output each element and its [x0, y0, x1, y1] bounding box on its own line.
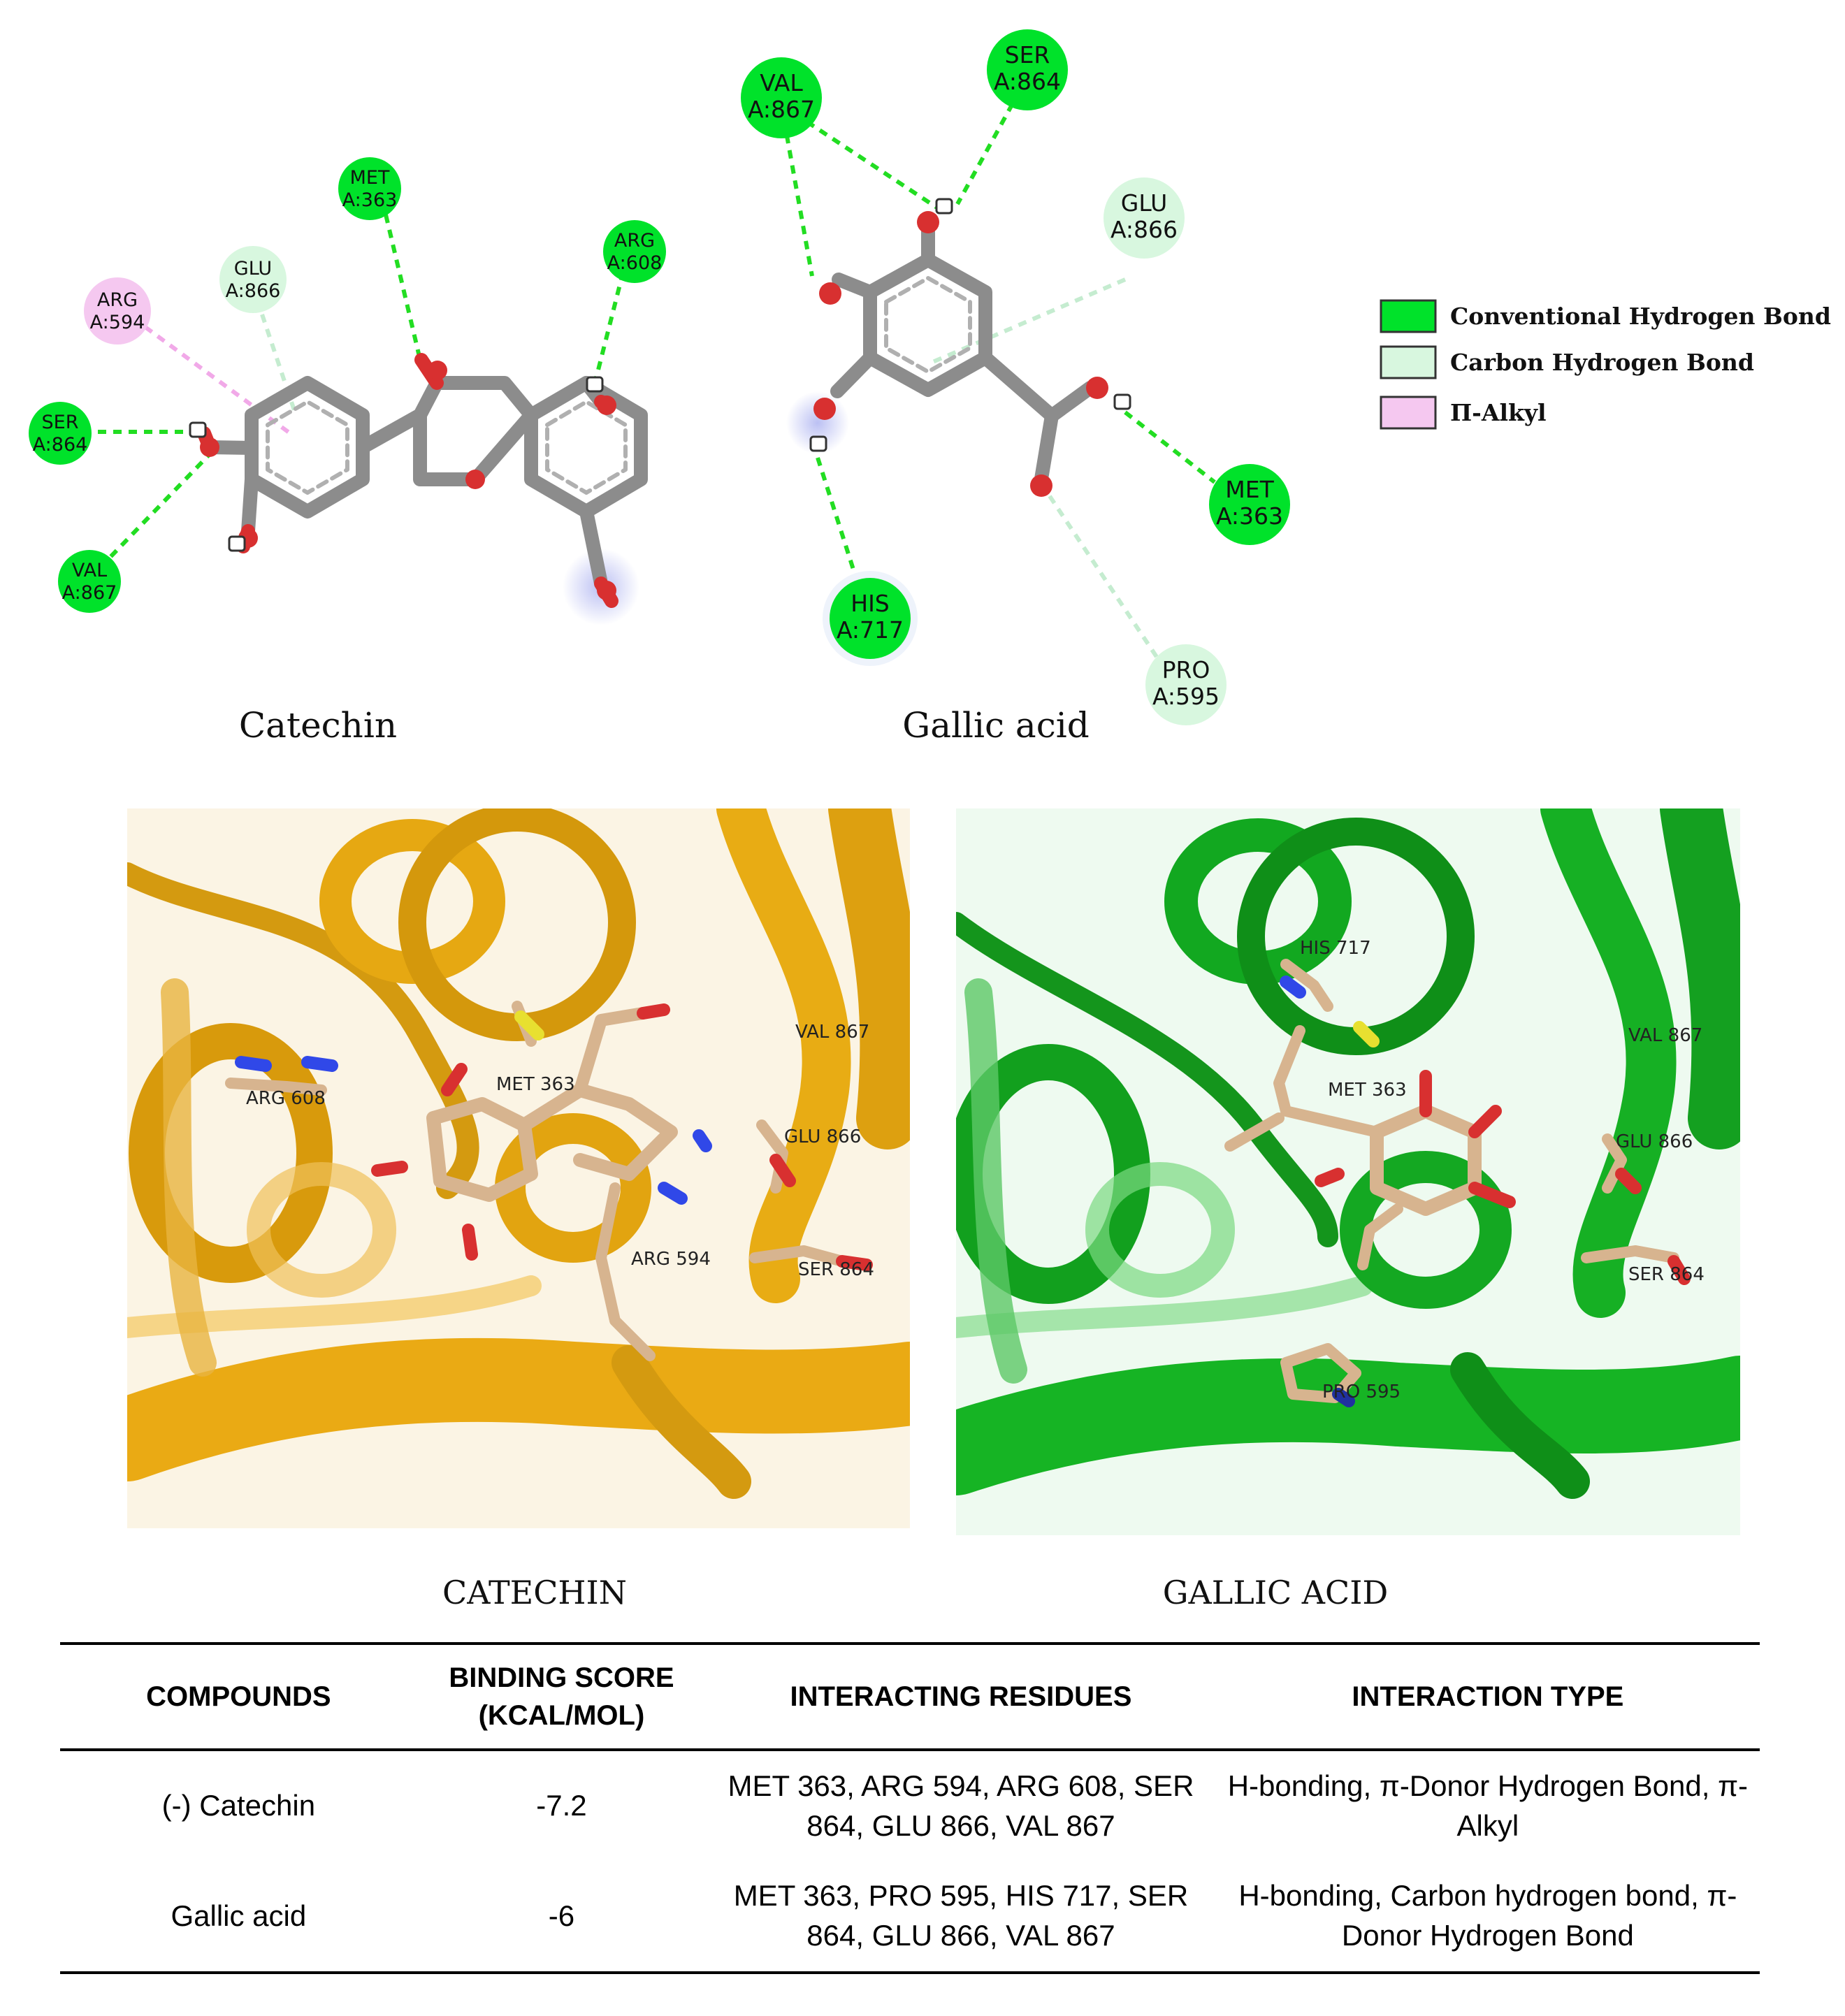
svg-text:PRO 595: PRO 595	[1322, 1382, 1401, 1402]
header-compounds: COMPOUNDS	[60, 1642, 417, 1751]
gallic-acid-docking-render: HIS 717 MET 363 VAL 867 GLU 866 SER 864 …	[956, 808, 1740, 1535]
svg-text:A:717: A:717	[837, 616, 904, 644]
svg-text:A:594: A:594	[90, 312, 145, 333]
svg-text:GLU: GLU	[234, 258, 272, 280]
svg-text:VAL: VAL	[72, 560, 107, 581]
svg-text:A:866: A:866	[226, 280, 281, 302]
svg-text:ARG: ARG	[614, 230, 655, 252]
gallic-residue-met363: MET A:363	[1209, 464, 1290, 545]
svg-text:A:608: A:608	[607, 252, 663, 274]
svg-text:Π-Alkyl: Π-Alkyl	[1450, 399, 1547, 426]
legend-item-carbon-hydrogen-bond: Carbon Hydrogen Bond	[1380, 345, 1754, 379]
svg-text:SER 864: SER 864	[798, 1259, 874, 1280]
svg-text:MET 363: MET 363	[496, 1074, 575, 1095]
binding-results-table: COMPOUNDS BINDING SCORE (KCAL/MOL) INTER…	[60, 1642, 1760, 1974]
svg-text:Carbon Hydrogen Bond: Carbon Hydrogen Bond	[1450, 349, 1754, 376]
svg-text:VAL 867: VAL 867	[795, 1022, 869, 1043]
svg-text:A:864: A:864	[33, 434, 88, 456]
svg-text:MET: MET	[350, 167, 390, 189]
legend-item-pi-alkyl: Π-Alkyl	[1380, 396, 1547, 430]
header-binding-score: BINDING SCORE (KCAL/MOL)	[417, 1642, 707, 1751]
cell-score: -6	[417, 1861, 707, 1974]
gallic-residue-ser864: SER A:864	[987, 29, 1068, 110]
svg-text:ARG 594: ARG 594	[631, 1249, 711, 1270]
gallic-render-labels: HIS 717 MET 363 VAL 867 GLU 866 SER 864 …	[1300, 938, 1705, 1402]
catechin-interaction-lines	[87, 199, 629, 581]
cell-interaction-type: H-bonding, Carbon hydrogen bond, π-Donor…	[1215, 1861, 1760, 1974]
catechin-residue-glu866: GLU A:866	[219, 246, 287, 313]
gallic-acid-interaction-diagram: VAL A:867 SER A:864 GLU A:866 MET A:363 …	[741, 29, 1290, 746]
catechin-panel-title: CATECHIN	[442, 1574, 627, 1611]
svg-text:GLU: GLU	[1121, 189, 1167, 217]
svg-text:MET 363: MET 363	[1328, 1080, 1407, 1101]
gallic-acid-molecule	[809, 198, 1131, 497]
table-row: (-) Catechin -7.2 MET 363, ARG 594, ARG …	[60, 1750, 1760, 1861]
catechin-residue-val867: VAL A:867	[58, 550, 121, 613]
gallic-residue-glu866: GLU A:866	[1104, 177, 1185, 259]
svg-text:A:363: A:363	[342, 189, 398, 211]
gallic-residue-val867: VAL A:867	[741, 57, 822, 138]
svg-text:A:363: A:363	[1216, 502, 1283, 530]
gallic-residue-pro595: PRO A:595	[1145, 644, 1227, 725]
svg-text:SER: SER	[1005, 41, 1050, 68]
gallic-residue-his717: HIS A:717	[823, 571, 918, 666]
svg-text:HIS: HIS	[851, 590, 890, 617]
gallic-acid-panel-title: GALLIC ACID	[1163, 1574, 1389, 1611]
cell-residues: MET 363, ARG 594, ARG 608, SER 864, GLU …	[728, 1769, 1194, 1842]
interaction-legend: Conventional Hydrogen Bond Carbon Hydrog…	[1380, 299, 1831, 430]
svg-text:SER 864: SER 864	[1628, 1264, 1705, 1285]
catechin-docking-render: ARG 608 MET 363 VAL 867 GLU 866 ARG 594 …	[127, 808, 910, 1528]
legend-item-conventional-hydrogen-bond: Conventional Hydrogen Bond	[1380, 299, 1831, 333]
svg-text:A:867: A:867	[748, 96, 815, 123]
catechin-residue-arg608: ARG A:608	[603, 220, 666, 283]
cell-residues: MET 363, PRO 595, HIS 717, SER 864, GLU …	[706, 1861, 1216, 1974]
header-interacting-residues: INTERACTING RESIDUES	[706, 1642, 1216, 1751]
svg-text:GLU 866: GLU 866	[1616, 1131, 1693, 1152]
catechin-molecule	[189, 353, 648, 608]
svg-text:A:595: A:595	[1152, 683, 1220, 710]
catechin-caption: Catechin	[239, 705, 397, 746]
svg-text:SER: SER	[42, 412, 79, 433]
svg-text:A:867: A:867	[62, 582, 117, 604]
svg-text:PRO: PRO	[1162, 656, 1210, 683]
svg-text:VAL: VAL	[760, 69, 803, 96]
cell-score: -7.2	[536, 1789, 587, 1822]
gallic-acid-caption: Gallic acid	[902, 705, 1089, 746]
catechin-residue-arg594: ARG A:594	[84, 277, 151, 345]
svg-text:Conventional Hydrogen Bond: Conventional Hydrogen Bond	[1450, 303, 1831, 330]
svg-text:HIS 717: HIS 717	[1300, 938, 1371, 959]
catechin-residue-ser864: SER A:864	[29, 402, 92, 465]
table-row: Gallic acid -6 MET 363, PRO 595, HIS 717…	[60, 1861, 1760, 1974]
svg-text:ARG: ARG	[97, 289, 138, 311]
table-header-row: COMPOUNDS BINDING SCORE (KCAL/MOL) INTER…	[60, 1642, 1760, 1751]
figure-canvas: MET A:363 ARG A:608 GLU A:866 ARG A:594 …	[29, 29, 1831, 1611]
svg-text:A:866: A:866	[1110, 216, 1178, 243]
catechin-interaction-diagram: MET A:363 ARG A:608 GLU A:866 ARG A:594 …	[29, 157, 666, 746]
svg-text:GLU 866: GLU 866	[784, 1126, 861, 1147]
header-interaction-type: INTERACTION TYPE	[1215, 1642, 1760, 1751]
svg-text:A:864: A:864	[994, 68, 1061, 95]
cell-interaction-type: H-bonding, π-Donor Hydrogen Bond, π-Alky…	[1227, 1769, 1749, 1842]
cell-compound: Gallic acid	[60, 1861, 417, 1974]
svg-text:MET: MET	[1225, 476, 1274, 503]
svg-text:VAL 867: VAL 867	[1628, 1025, 1702, 1046]
catechin-residue-met363: MET A:363	[338, 157, 401, 220]
svg-text:ARG 608: ARG 608	[246, 1088, 326, 1109]
cell-compound: (-) Catechin	[161, 1789, 316, 1822]
catechin-render-labels: ARG 608 MET 363 VAL 867 GLU 866 ARG 594 …	[246, 1022, 874, 1280]
